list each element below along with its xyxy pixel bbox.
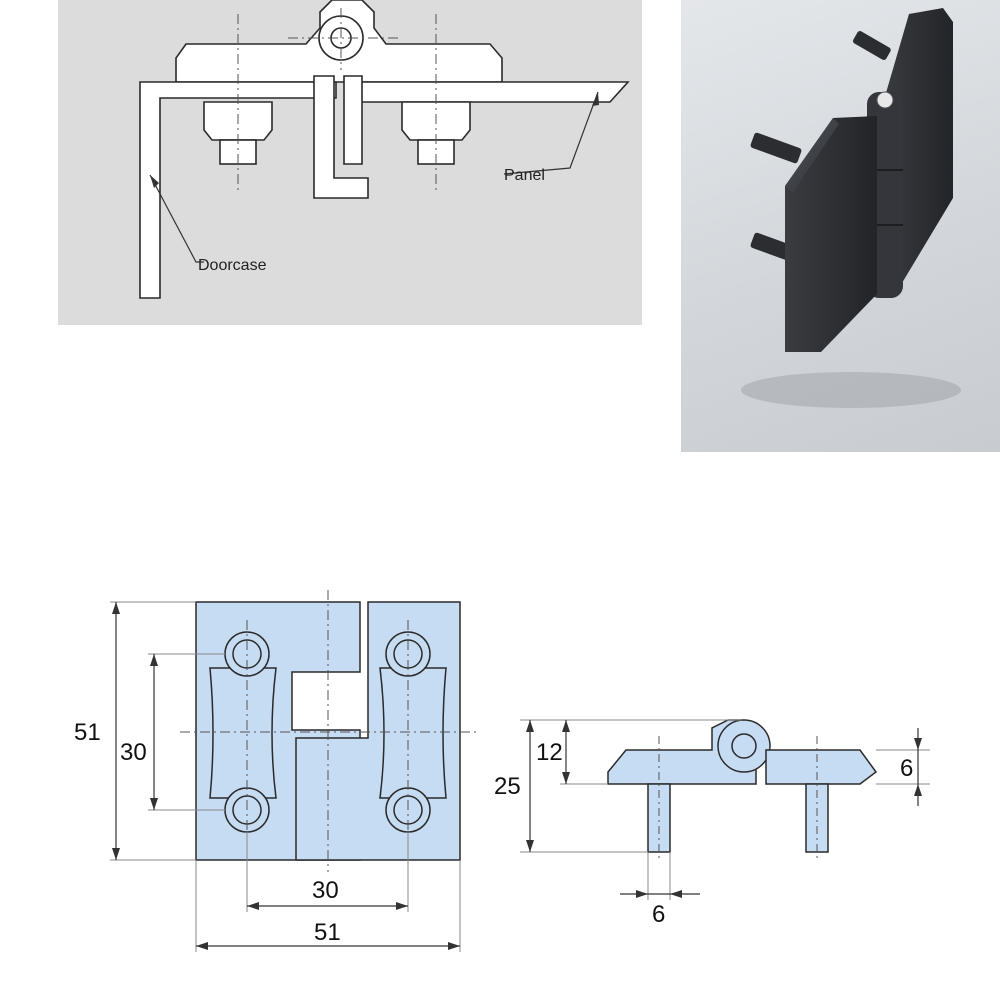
- dim-front-hole-vertical-30: 30: [120, 739, 147, 766]
- side-view: [607, 719, 878, 853]
- installation-diagram: Doorcase Panel: [58, 0, 642, 325]
- hinge-photo-illustration: [741, 8, 961, 408]
- doorcase-frame: [139, 81, 337, 299]
- doorcase-label: Doorcase: [198, 257, 267, 274]
- dim-front-height-51: 51: [74, 719, 101, 746]
- dim-side-total-25: 25: [494, 773, 521, 800]
- panel-label: Panel: [504, 167, 545, 184]
- front-leaf: [785, 116, 877, 352]
- side-pin: [731, 733, 757, 759]
- product-photo: [681, 0, 1000, 452]
- dimension-drawing: 51 30 30 51: [0, 560, 1000, 996]
- dim-front-width-51: 51: [314, 919, 341, 946]
- stud-top: [853, 31, 891, 60]
- dimension-drawing-svg: 51 30 30 51: [74, 590, 930, 952]
- stud-left-upper: [750, 132, 802, 164]
- front-left-slot: [209, 667, 277, 799]
- pin-head: [876, 91, 894, 109]
- dim-side-leaf-6: 6: [900, 755, 913, 782]
- center-bend-2: [343, 75, 363, 165]
- front-right-slot: [379, 667, 447, 799]
- dim-side-stud-6: 6: [652, 901, 665, 928]
- center-bend: [313, 75, 369, 199]
- dim-front-hole-horizontal-30: 30: [312, 877, 339, 904]
- dim-side-plate-12: 12: [536, 739, 563, 766]
- side-right-plate: [765, 749, 878, 785]
- installation-diagram-svg: Doorcase Panel: [139, 0, 630, 299]
- panel-plate: [351, 81, 630, 103]
